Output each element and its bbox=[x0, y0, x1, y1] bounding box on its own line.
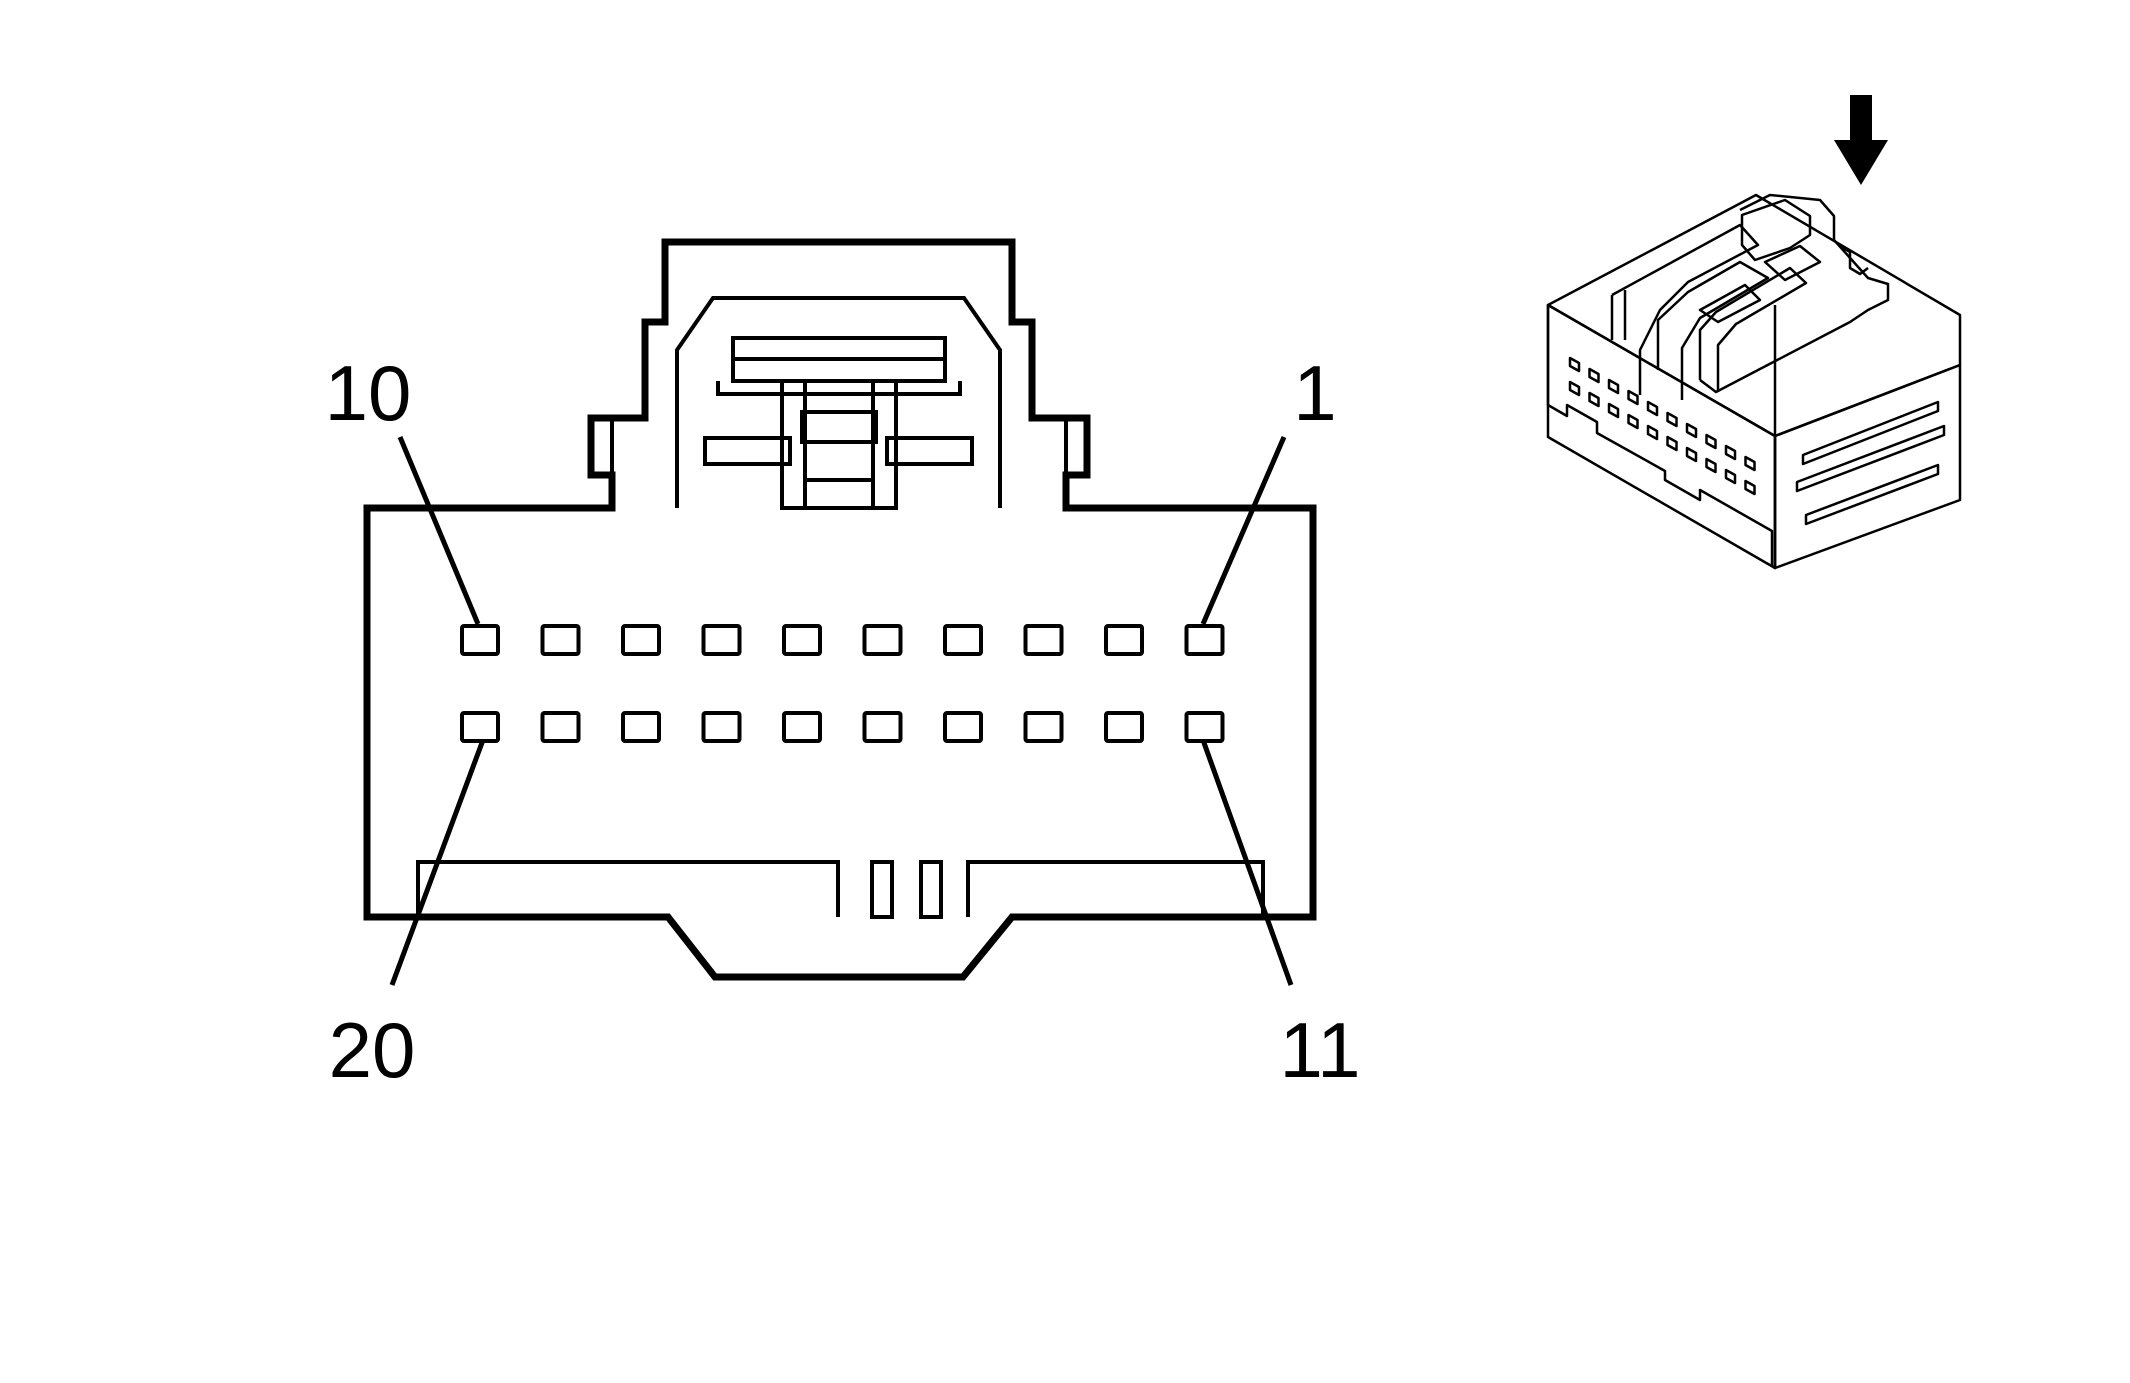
leader-line-pin-11 bbox=[1200, 739, 1294, 986]
iso-cavity bbox=[1666, 411, 1678, 428]
cavity-pin-19 bbox=[540, 711, 581, 743]
pin-label-10: 10 bbox=[325, 349, 412, 437]
iso-cavity bbox=[1705, 457, 1717, 474]
arrow-down-icon bbox=[1834, 95, 1888, 185]
iso-cavity bbox=[1646, 400, 1659, 417]
pin-label-11: 11 bbox=[1280, 1006, 1361, 1094]
connector-iso-icon bbox=[1546, 95, 1962, 570]
iso-cavity bbox=[1744, 479, 1756, 496]
pin-label-20: 20 bbox=[329, 1006, 416, 1094]
iso-cavity bbox=[1607, 402, 1620, 419]
iso-cavity bbox=[1588, 391, 1600, 408]
pin-label-1: 1 bbox=[1293, 349, 1336, 437]
cavity-pin-20 bbox=[460, 711, 500, 743]
bottom-rail bbox=[416, 860, 1265, 919]
cavity-pin-4 bbox=[943, 624, 983, 656]
cavity-pin-2 bbox=[1104, 624, 1144, 656]
iso-cavity bbox=[1627, 413, 1639, 430]
cavity-pin-15 bbox=[862, 711, 903, 743]
iso-cavity-array bbox=[1568, 356, 1756, 496]
iso-cavity bbox=[1568, 356, 1581, 373]
iso-cavity bbox=[1744, 455, 1756, 472]
cavity-array bbox=[460, 624, 1225, 743]
iso-cavity bbox=[1646, 424, 1659, 441]
iso-cavity bbox=[1627, 389, 1639, 406]
lock-tab bbox=[675, 296, 1002, 510]
cavity-pin-12 bbox=[1104, 711, 1144, 743]
connector-face-view: 10 1 20 11 bbox=[325, 238, 1361, 1094]
cavity-pin-6 bbox=[782, 624, 822, 656]
iso-cavity bbox=[1568, 380, 1581, 397]
iso-cavity bbox=[1666, 435, 1678, 452]
iso-cavity bbox=[1724, 444, 1737, 461]
cavity-pin-13 bbox=[1023, 711, 1064, 743]
leader-line-pin-1 bbox=[1200, 436, 1287, 625]
leader-line-pin-20 bbox=[389, 739, 486, 986]
iso-cavity bbox=[1685, 422, 1698, 439]
cavity-pin-5 bbox=[862, 624, 903, 656]
cavity-pin-14 bbox=[943, 711, 983, 743]
iso-cavity bbox=[1588, 367, 1600, 384]
iso-cavity bbox=[1705, 433, 1717, 450]
cavity-pin-8 bbox=[621, 624, 661, 656]
cavity-pin-10 bbox=[460, 624, 500, 656]
cavity-pin-7 bbox=[701, 624, 742, 656]
cavity-pin-9 bbox=[540, 624, 581, 656]
iso-cavity bbox=[1724, 468, 1737, 485]
iso-cavity bbox=[1685, 446, 1698, 463]
side-latch-left bbox=[589, 416, 614, 477]
cavity-pin-16 bbox=[782, 711, 822, 743]
cavity-pin-3 bbox=[1023, 624, 1064, 656]
leader-line-pin-10 bbox=[397, 436, 481, 625]
cavity-pin-11 bbox=[1184, 711, 1225, 743]
cavity-pin-18 bbox=[621, 711, 661, 743]
cavity-pin-1 bbox=[1184, 624, 1225, 656]
iso-cavity bbox=[1607, 378, 1620, 395]
side-latch-right bbox=[1064, 416, 1089, 477]
cavity-pin-17 bbox=[701, 711, 742, 743]
